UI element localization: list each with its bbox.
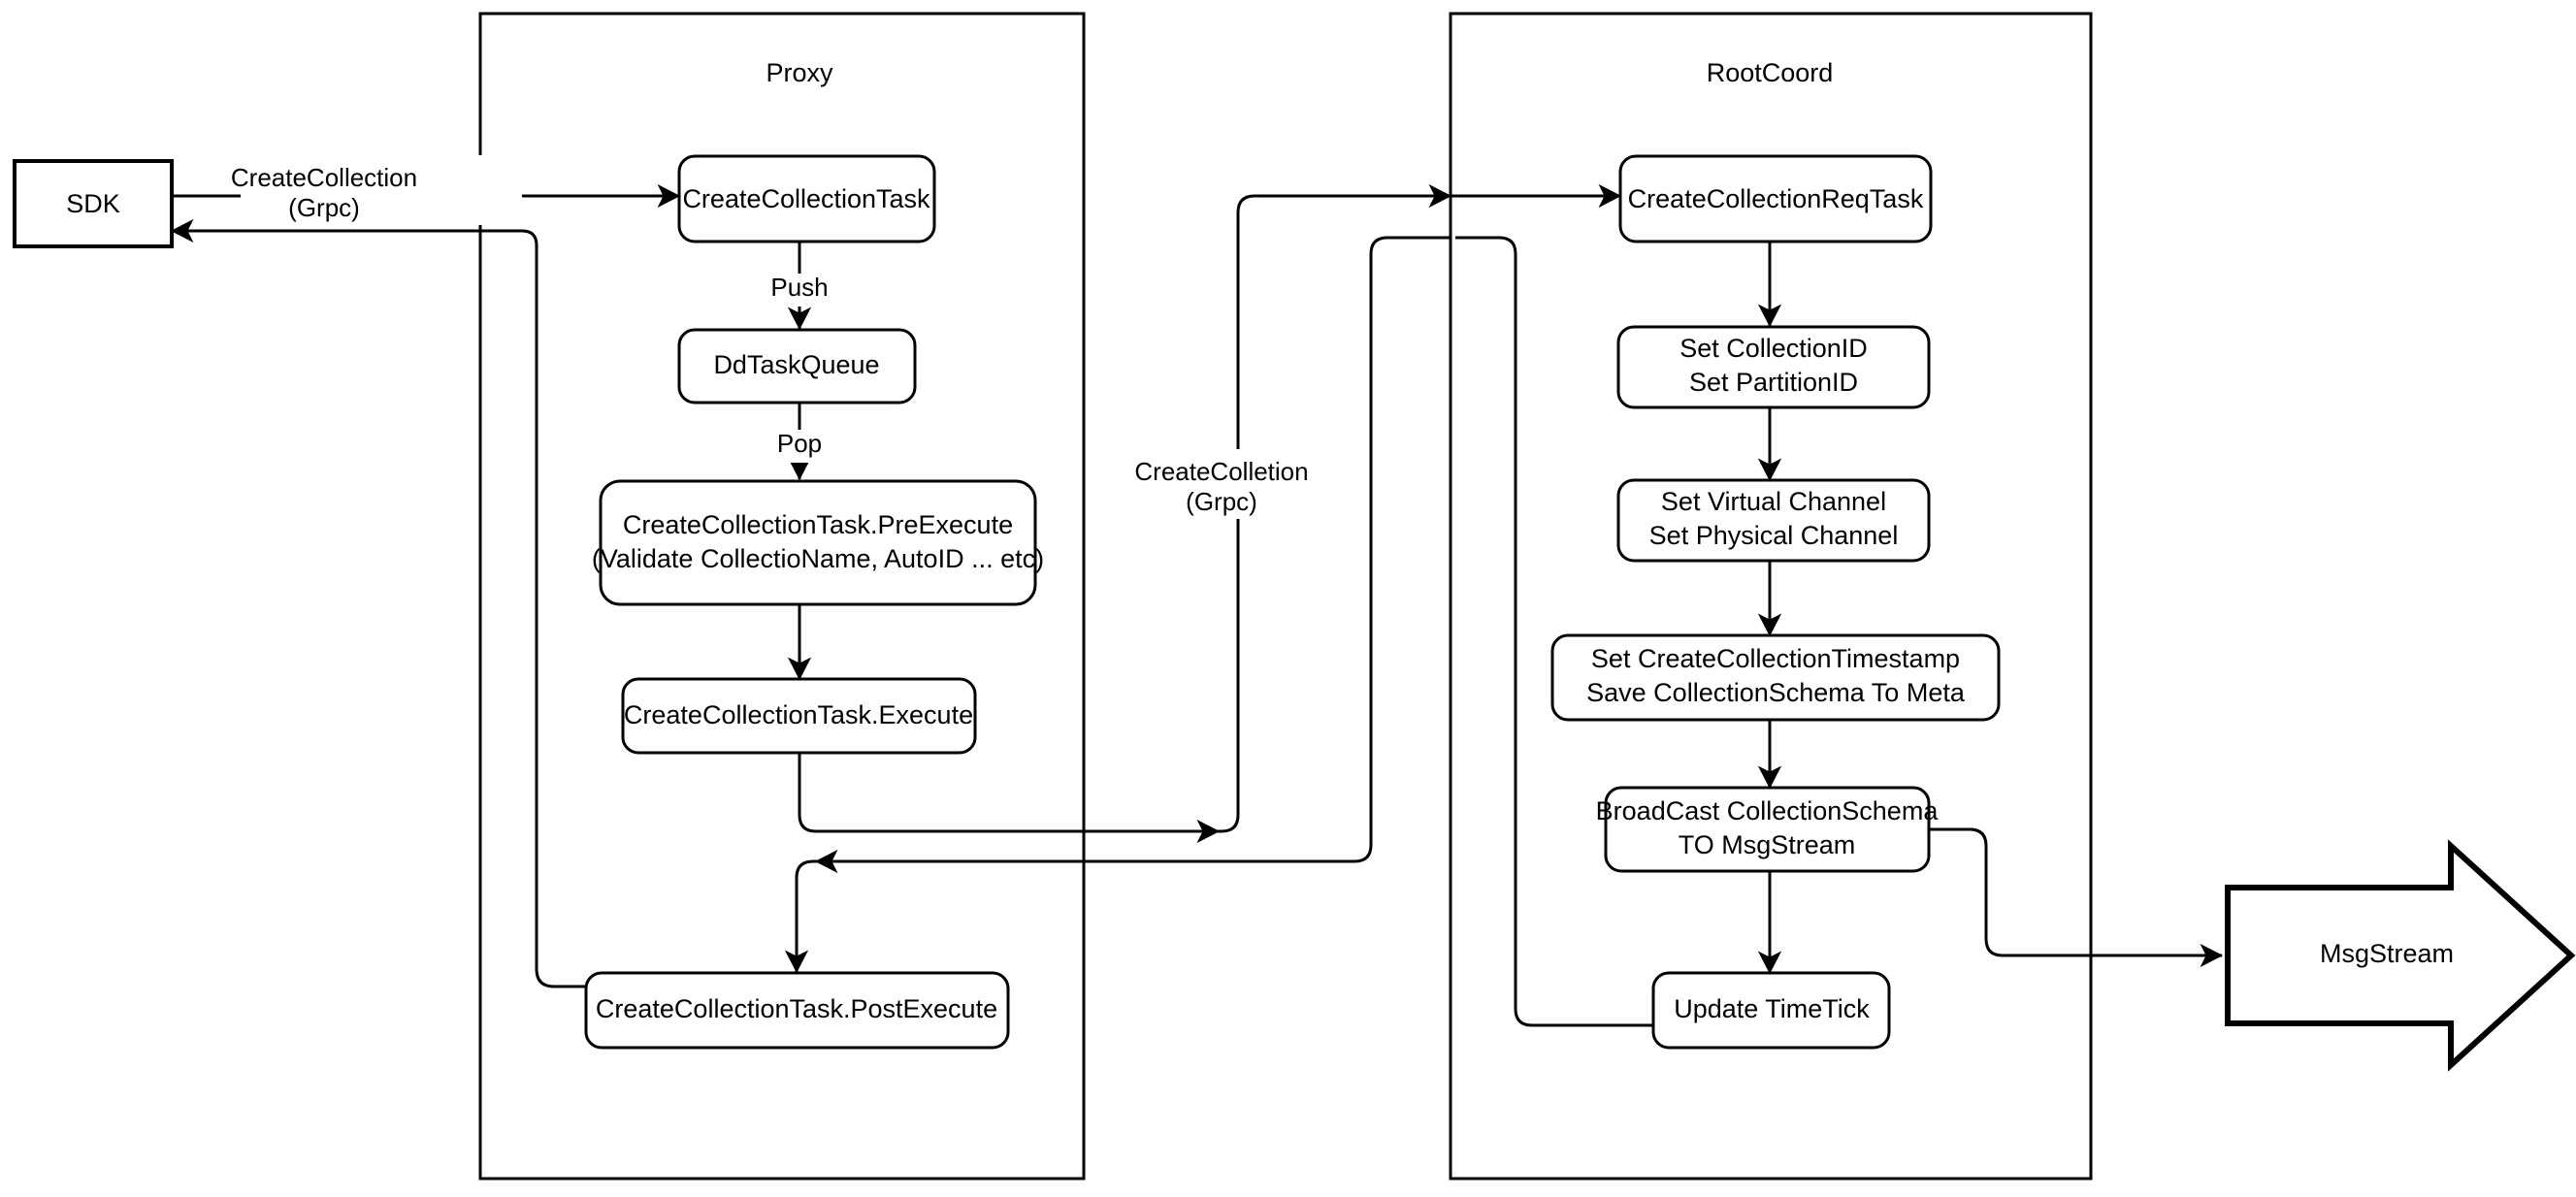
lane-proxy-label: Proxy xyxy=(766,58,833,87)
node-create-collection-task[interactable]: CreateCollectionTask xyxy=(677,154,936,243)
node-pre-execute-label-line1: CreateCollectionTask.PreExecute xyxy=(623,510,1013,539)
node-set-ids-shape xyxy=(1616,325,1931,409)
connector-execute-to-rootcoord-request xyxy=(798,752,1221,844)
node-update-timetick-shape xyxy=(1651,971,1891,1050)
node-sdk-shape xyxy=(13,159,174,248)
edge-label-push: Push xyxy=(755,273,844,307)
node-create-collection-task-label: CreateCollectionTask xyxy=(682,184,930,213)
node-create-collection-req-task-shape xyxy=(1618,154,1933,243)
node-pre-execute-label-line2: (Validate CollectioName, AutoID ... etc) xyxy=(592,544,1044,573)
node-save-meta-shape xyxy=(1550,633,2001,722)
node-execute-shape xyxy=(621,677,977,755)
node-update-timetick-label: Update TimeTick xyxy=(1674,994,1870,1023)
node-broadcast-label-line2: TO MsgStream xyxy=(1679,830,1856,859)
connector-postexecute-to-sdk xyxy=(170,218,586,988)
node-set-ids[interactable]: Set CollectionID Set PartitionID xyxy=(1616,325,1931,409)
node-execute[interactable]: CreateCollectionTask.Execute xyxy=(621,677,977,755)
node-set-channels-shape xyxy=(1616,478,1931,563)
node-set-channels[interactable]: Set Virtual Channel Set Physical Channel xyxy=(1616,478,1931,563)
node-msgstream-shape xyxy=(2225,839,2576,1072)
edge-label-proxy-rootcoord-request: CreateColletion (Grpc) xyxy=(1116,449,1358,519)
node-pre-execute[interactable]: CreateCollectionTask.PreExecute (Validat… xyxy=(592,479,1044,606)
edge-label-push-bg xyxy=(755,274,844,307)
node-set-channels-label-line1: Set Virtual Channel xyxy=(1661,487,1886,516)
node-update-timetick[interactable]: Update TimeTick xyxy=(1651,971,1891,1050)
node-create-collection-req-task-label: CreateCollectionReqTask xyxy=(1628,184,1924,213)
node-create-collection-req-task[interactable]: CreateCollectionReqTask xyxy=(1618,154,1933,243)
edge-label-pop: Pop xyxy=(763,429,838,463)
edge-label-proxy-rootcoord-request-line1: CreateColletion xyxy=(1134,457,1308,486)
node-execute-label: CreateCollectionTask.Execute xyxy=(624,700,973,729)
node-post-execute-label: CreateCollectionTask.PostExecute xyxy=(596,994,997,1023)
node-save-meta-label-line2: Save CollectionSchema To Meta xyxy=(1586,678,1966,707)
node-set-ids-label-line2: Set PartitionID xyxy=(1689,368,1858,397)
node-sdk[interactable]: SDK xyxy=(13,159,174,248)
node-msgstream-label: MsgStream xyxy=(2320,939,2454,968)
edge-label-sdk-request-line2: (Grpc) xyxy=(288,193,360,222)
node-post-execute-shape xyxy=(584,971,1010,1050)
connector-rootcoord-response-to-proxy xyxy=(814,236,1451,874)
connector-broadcast-to-msgstream xyxy=(1929,827,2224,968)
edge-label-sdk-request: CreateCollection (Grpc) xyxy=(231,155,522,225)
node-dd-task-queue-shape xyxy=(677,328,917,404)
node-broadcast-shape xyxy=(1604,786,1931,873)
node-save-meta-label-line1: Set CreateCollectionTimestamp xyxy=(1591,644,1960,673)
node-set-ids-label-line1: Set CollectionID xyxy=(1679,334,1868,363)
node-sdk-label: SDK xyxy=(66,189,120,218)
edge-label-proxy-rootcoord-request-bg xyxy=(1116,449,1358,519)
edge-label-sdk-request-bg xyxy=(241,155,522,225)
connector-timetick-to-response xyxy=(1455,236,1653,1027)
edge-label-pop-bg xyxy=(763,430,838,463)
node-post-execute[interactable]: CreateCollectionTask.PostExecute xyxy=(584,971,1010,1050)
node-broadcast[interactable]: BroadCast CollectionSchema TO MsgStream xyxy=(1596,786,1940,873)
node-dd-task-queue[interactable]: DdTaskQueue xyxy=(677,328,917,404)
lane-rootcoord-label: RootCoord xyxy=(1707,58,1834,87)
edge-label-proxy-rootcoord-request-line2: (Grpc) xyxy=(1186,487,1257,516)
node-set-channels-label-line2: Set Physical Channel xyxy=(1649,521,1899,550)
edge-label-push-text: Push xyxy=(770,273,828,302)
edge-label-sdk-request-line1: CreateCollection xyxy=(231,163,417,192)
node-pre-execute-shape xyxy=(599,479,1037,606)
node-create-collection-task-shape xyxy=(677,154,936,243)
node-broadcast-label-line1: BroadCast CollectionSchema xyxy=(1596,796,1940,825)
node-msgstream[interactable]: MsgStream xyxy=(2225,839,2576,1072)
connector-response-to-postexecute xyxy=(784,859,816,974)
node-dd-task-queue-label: DdTaskQueue xyxy=(713,350,879,379)
edge-label-pop-text: Pop xyxy=(777,429,822,458)
node-save-meta[interactable]: Set CreateCollectionTimestamp Save Colle… xyxy=(1550,633,2001,722)
